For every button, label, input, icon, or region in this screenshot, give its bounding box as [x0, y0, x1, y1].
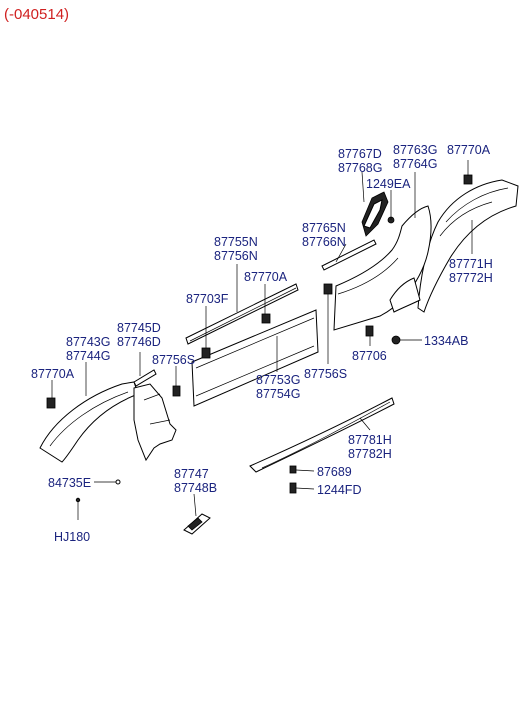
upper-strip-87755n: [185, 283, 299, 345]
label-87755n: 87755N: [214, 235, 258, 249]
rear-wheel-arch-moulding: [417, 179, 519, 313]
front-wheel-arch-moulding: [39, 381, 177, 463]
label-87756n: 87756N: [214, 249, 258, 263]
clip-87756s-left: [172, 385, 181, 397]
label-hj180: HJ180: [54, 530, 90, 544]
clip-87770a-left: [46, 397, 56, 409]
clip-87770a-top: [463, 174, 473, 185]
leader-lines: [51, 160, 473, 517]
label-87764g: 87764G: [393, 157, 437, 171]
label-87782h: 87782H: [348, 447, 392, 461]
label-87756s-left: 87756S: [152, 353, 195, 367]
clip-87770a-mid: [261, 313, 271, 324]
label-87743g: 87743G: [66, 335, 110, 349]
rear-quarter-moulding: [333, 205, 432, 331]
door-moulding: [191, 309, 319, 407]
label-87754g: 87754G: [256, 387, 300, 401]
clip-87703f: [201, 347, 211, 359]
bracket-87767d: [361, 191, 389, 237]
label-87770a-mid: 87770A: [244, 270, 288, 284]
pin-hj180: [75, 497, 81, 520]
diagram-code: (-040514): [4, 6, 70, 23]
pin-84735e: [115, 479, 121, 485]
bracket-87747: [183, 513, 211, 535]
label-87772h: 87772H: [449, 271, 493, 285]
label-87745d: 87745D: [117, 321, 161, 335]
upper-strip-87765n: [321, 239, 377, 271]
label-87770a-top: 87770A: [447, 143, 491, 157]
nut-1334ab: [391, 335, 401, 345]
label-87770a-left: 87770A: [31, 367, 75, 381]
clip-87706: [365, 325, 374, 337]
label-87771h: 87771H: [449, 257, 493, 271]
label-87703f: 87703F: [186, 292, 229, 306]
label-87748b: 87748B: [174, 481, 217, 495]
label-87766n: 87766N: [302, 235, 346, 249]
label-1334ab: 1334AB: [424, 334, 468, 348]
label-87746d: 87746D: [117, 335, 161, 349]
label-87706: 87706: [352, 349, 387, 363]
screw-1244fd: [289, 482, 297, 494]
screw-1249ea: [387, 190, 395, 224]
label-87767d: 87767D: [338, 147, 382, 161]
label-84735e: 84735E: [48, 476, 91, 490]
clip-87756s-right: [323, 283, 333, 295]
label-1249ea: 1249EA: [366, 177, 411, 191]
part-labels: 87767D 87768G 87763G 87764G 87770A 1249E…: [31, 143, 493, 544]
label-1244fd: 1244FD: [317, 483, 361, 497]
label-87689: 87689: [317, 465, 352, 479]
label-87744g: 87744G: [66, 349, 110, 363]
label-87747: 87747: [174, 467, 209, 481]
label-87768g: 87768G: [338, 161, 382, 175]
label-87763g: 87763G: [393, 143, 437, 157]
label-87765n: 87765N: [302, 221, 346, 235]
screw-87689: [289, 465, 297, 474]
side-sill-moulding: [249, 397, 395, 473]
label-87756s-right: 87756S: [304, 367, 347, 381]
label-87781h: 87781H: [348, 433, 392, 447]
label-87753g: 87753G: [256, 373, 300, 387]
front-trim-87745d: [133, 369, 157, 387]
